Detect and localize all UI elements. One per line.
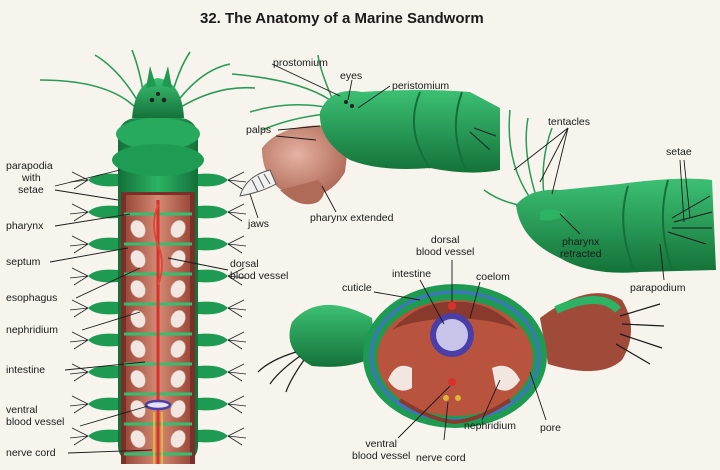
- setae-bristles: [227, 427, 247, 446]
- nephridium-organ: [170, 340, 186, 358]
- setae-bristles: [227, 363, 247, 382]
- label-nephridium-left: nephridium: [6, 324, 58, 336]
- dissected-worm: [39, 49, 256, 464]
- label-ventral-left: ventral blood vessel: [6, 404, 64, 428]
- label-cross-dorsal-line2: blood vessel: [416, 246, 475, 258]
- label-dorsal-left-line2: blood vessel: [230, 270, 289, 282]
- label-esophagus: esophagus: [6, 292, 58, 304]
- label-ventral-left-line2: blood vessel: [6, 416, 65, 428]
- label-pharynx-retracted: pharynx retracted: [560, 236, 601, 260]
- setae-bristles: [69, 203, 89, 222]
- label-nerve-cord-left: nerve cord: [6, 447, 56, 459]
- nephridium-organ: [130, 280, 146, 298]
- label-coelom: coelom: [476, 271, 510, 283]
- parapodium-lobe: [198, 205, 228, 219]
- page-title: 32. The Anatomy of a Marine Sandworm: [200, 10, 484, 27]
- head-pharynx-extended: [231, 54, 500, 205]
- nephridium-organ: [130, 310, 146, 328]
- setae-bristles: [227, 235, 247, 254]
- label-prostomium: prostomium: [273, 57, 328, 69]
- label-cross-ventral-line2: blood vessel: [352, 450, 411, 462]
- setae-bristles: [227, 203, 247, 222]
- nephridium-organ: [130, 430, 146, 448]
- label-cross-nephridium: nephridium: [464, 420, 516, 432]
- label-cuticle: cuticle: [342, 282, 372, 294]
- parapodium-lobe: [198, 429, 228, 443]
- label-septum: septum: [6, 256, 41, 268]
- setae-bristles: [227, 267, 247, 286]
- setae-bristles: [69, 395, 89, 414]
- label-parapodia-line3: setae: [18, 184, 44, 196]
- setae-bristles: [227, 171, 247, 190]
- nephridium-organ: [170, 250, 186, 268]
- nephridium-organ: [130, 370, 146, 388]
- nephridium-organ: [130, 340, 146, 358]
- label-dorsal-left-line1: dorsal: [230, 258, 259, 270]
- label-setae: setae: [666, 146, 692, 158]
- parapodium-lobe: [198, 173, 228, 187]
- label-tentacles: tentacles: [548, 116, 591, 128]
- nephridium-organ: [170, 220, 186, 238]
- parapodium-lobe: [88, 333, 118, 347]
- parapodium-lobe: [88, 429, 118, 443]
- parapodium-lobe: [198, 301, 228, 315]
- nephridium-organ: [170, 280, 186, 298]
- label-peristomium: peristomium: [392, 80, 450, 92]
- parapodium-lobe: [198, 365, 228, 379]
- label-intestine-left: intestine: [6, 364, 46, 376]
- leader-lines: [49, 63, 691, 454]
- setae-bristles: [69, 427, 89, 446]
- parapodium-lobe: [198, 333, 228, 347]
- label-cross-nerve-cord: nerve cord: [416, 452, 466, 464]
- label-parapodia-line1: parapodia: [6, 160, 53, 172]
- label-pore: pore: [540, 422, 562, 434]
- label-pharynx-retracted-line2: retracted: [560, 248, 602, 260]
- label-palps: palps: [246, 124, 272, 136]
- nephridium-organ: [170, 310, 186, 328]
- setae-bristles: [227, 395, 247, 414]
- nephridium-organ: [170, 430, 186, 448]
- label-parapodia-line2: with: [22, 172, 41, 184]
- nephridium-organ: [170, 400, 186, 418]
- parapodium-lobe: [88, 365, 118, 379]
- setae-bristles: [69, 331, 89, 350]
- parapodium-lobe: [88, 269, 118, 283]
- label-jaws: jaws: [248, 218, 270, 230]
- parapodium-lobe: [88, 301, 118, 315]
- label-eyes: eyes: [340, 70, 363, 82]
- label-parapodium: parapodium: [630, 282, 686, 294]
- label-cross-ventral: ventral blood vessel: [352, 438, 410, 462]
- setae-bristles: [227, 331, 247, 350]
- setae-bristles: [69, 267, 89, 286]
- setae-bristles: [69, 363, 89, 382]
- label-pharynx-retracted-line1: pharynx: [562, 236, 600, 248]
- head-prostomium-shape: [132, 78, 184, 118]
- nephridium-organ: [130, 250, 146, 268]
- head-pharynx-retracted: [483, 109, 716, 273]
- nephridium-organ: [130, 220, 146, 238]
- parapodium-lobe: [88, 173, 118, 187]
- setae-bristles: [69, 299, 89, 318]
- label-cross-intestine: intestine: [392, 268, 432, 280]
- label-dorsal-left: dorsal blood vessel: [230, 258, 288, 282]
- label-cross-dorsal-line1: dorsal: [430, 234, 460, 246]
- setae-bristles: [69, 235, 89, 254]
- label-parapodia: parapodia with setae: [6, 160, 53, 196]
- label-pharynx-extended: pharynx extended: [310, 212, 394, 224]
- label-ventral-left-line1: ventral: [6, 404, 38, 416]
- label-pharynx: pharynx: [6, 220, 44, 232]
- cross-section: [257, 284, 665, 428]
- parapodium-lobe: [198, 397, 228, 411]
- parapodium-lobe: [88, 205, 118, 219]
- label-cross-ventral-line1: ventral: [365, 438, 397, 450]
- nephridium-organ: [170, 370, 186, 388]
- parapodium-lobe: [88, 237, 118, 251]
- parapodium-lobe: [88, 397, 118, 411]
- setae-bristles: [227, 299, 247, 318]
- label-cross-dorsal: dorsal blood vessel: [416, 234, 474, 258]
- parapodium-lobe: [198, 269, 228, 283]
- parapodium-lobe: [198, 237, 228, 251]
